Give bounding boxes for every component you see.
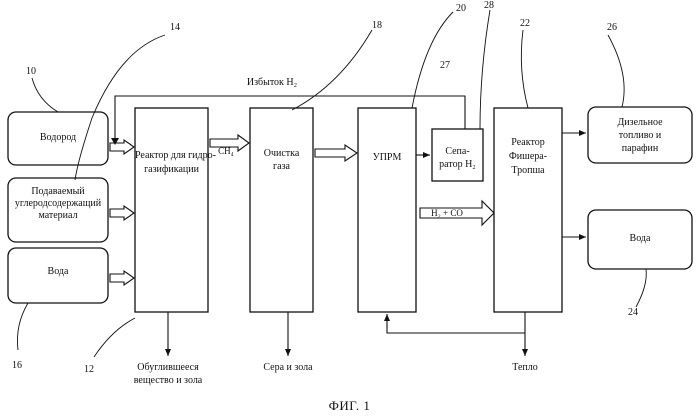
- feedstock-label-line2: углеродсодержащий: [8, 198, 108, 210]
- feedstock-arrow: [110, 206, 134, 220]
- leader-18: [292, 30, 372, 110]
- ref-number-14: 14: [170, 22, 180, 34]
- uprm-label: УПРМ: [358, 152, 416, 164]
- separator-label-line1: Сепа-: [432, 146, 483, 158]
- excess-h2-recycle-line: [115, 96, 465, 140]
- reactor-label-line2: газификации: [135, 164, 208, 176]
- hydrogen-label: Водород: [8, 132, 108, 144]
- char-ash-label-line1: Обуглившееся: [118, 362, 218, 374]
- excess-h2-recycle-arrowhead: [111, 138, 119, 145]
- leader-12: [94, 318, 135, 357]
- sulfur-ash-label: Сера и зола: [238, 362, 338, 374]
- leader-16: [17, 303, 28, 350]
- ref-number-26: 26: [607, 22, 617, 34]
- hydrogasification-reactor-box: [135, 108, 208, 312]
- uprm-box: [358, 108, 416, 312]
- heat-recycle-line: [387, 314, 525, 333]
- ref-number-27: 27: [440, 60, 450, 72]
- ref-number-22: 22: [520, 18, 530, 30]
- ch4-label: CH₄: [211, 145, 241, 157]
- diesel-label-line2: топливо и: [588, 130, 692, 142]
- water-input-arrow: [110, 271, 134, 285]
- water-output-label: Вода: [588, 233, 692, 245]
- ft-label-line2: Фишера-: [494, 151, 562, 163]
- figure-title: ФИГ. 1: [0, 398, 699, 414]
- leader-26: [608, 35, 624, 107]
- diesel-label-line1: Дизельное: [588, 117, 692, 129]
- leader-10: [32, 78, 58, 112]
- leader-28: [480, 10, 490, 129]
- cleanup-to-uprm-arrow: [315, 145, 357, 161]
- leader-24: [636, 269, 646, 307]
- feedstock-label-line3: материал: [8, 210, 108, 222]
- h2-co-label: H₂ + CO: [424, 207, 470, 219]
- water-input-label: Вода: [8, 266, 108, 278]
- char-ash-label-line2: вещество и зола: [118, 375, 218, 387]
- reactor-label-line1: Реактор для гидро-: [135, 150, 208, 162]
- ref-number-10: 10: [26, 66, 36, 78]
- heat-label: Тепло: [495, 362, 555, 374]
- ref-number-24: 24: [628, 307, 638, 319]
- leader-22: [521, 30, 528, 108]
- gas-cleanup-label-line1: Очистка: [250, 148, 313, 160]
- ref-number-12: 12: [84, 364, 94, 376]
- diesel-label-line3: парафин: [588, 143, 692, 155]
- ref-number-28: 28: [484, 0, 494, 12]
- gas-cleanup-box: [250, 108, 313, 312]
- ref-number-18: 18: [372, 20, 382, 32]
- ft-label-line3: Тропша: [494, 165, 562, 177]
- separator-label-line2: ратор H₂: [432, 159, 483, 171]
- gas-cleanup-label-line2: газа: [250, 161, 313, 173]
- ft-label-line1: Реактор: [494, 137, 562, 149]
- excess-h2-label: Избыток H₂: [222, 77, 322, 89]
- ref-number-16: 16: [12, 360, 22, 372]
- feedstock-label-line1: Подаваемый: [8, 186, 108, 198]
- ref-number-20: 20: [456, 3, 466, 15]
